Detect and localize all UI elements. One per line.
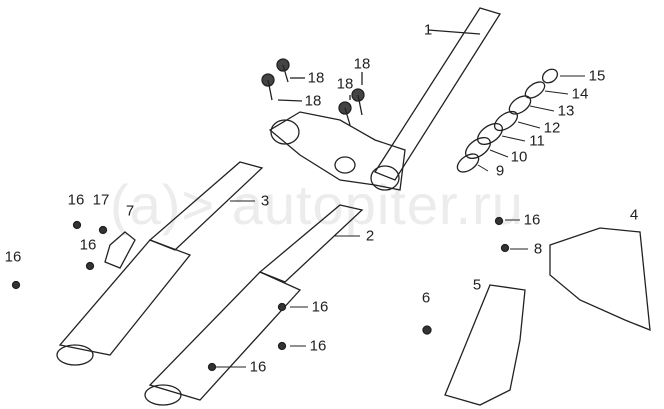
fork-tube-right: [144, 204, 364, 406]
callout-16: 16: [311, 298, 329, 316]
callout-16: 16: [523, 211, 541, 229]
callout-15: 15: [588, 67, 606, 85]
bearing-stack: [456, 68, 559, 173]
front-fender: [444, 284, 526, 406]
callout-17: 17: [92, 191, 110, 209]
callout-13: 13: [557, 102, 575, 120]
bolt-shafts: [267, 64, 363, 126]
callout-3: 3: [260, 192, 270, 210]
callout-8: 8: [533, 240, 543, 258]
callout-16: 16: [4, 248, 22, 266]
fork-tube-left: [56, 161, 264, 366]
steering-stem: [374, 7, 502, 181]
triple-clamp: [268, 111, 406, 191]
small-bolts: [11, 216, 510, 372]
callout-10: 10: [510, 148, 528, 166]
callout-14: 14: [571, 85, 589, 103]
callout-18: 18: [304, 92, 322, 110]
callout-16: 16: [249, 358, 267, 376]
callout-12: 12: [543, 119, 561, 137]
callout-18: 18: [353, 55, 371, 73]
callout-7: 7: [125, 202, 135, 220]
bracket-7: [104, 231, 136, 269]
callout-18: 18: [336, 75, 354, 93]
leader-lines: [215, 75, 585, 368]
callout-4: 4: [629, 206, 639, 224]
callout-6: 6: [421, 289, 431, 307]
callout-9: 9: [495, 162, 505, 180]
callout-16: 16: [79, 236, 97, 254]
callout-18: 18: [307, 69, 325, 87]
callout-11: 11: [529, 132, 545, 150]
callout-16: 16: [309, 337, 327, 355]
callout-5: 5: [472, 276, 482, 294]
callout-16: 16: [67, 191, 85, 209]
callout-1: 1: [423, 21, 433, 39]
callout-2: 2: [365, 227, 375, 245]
fender-bracket: [549, 227, 651, 332]
